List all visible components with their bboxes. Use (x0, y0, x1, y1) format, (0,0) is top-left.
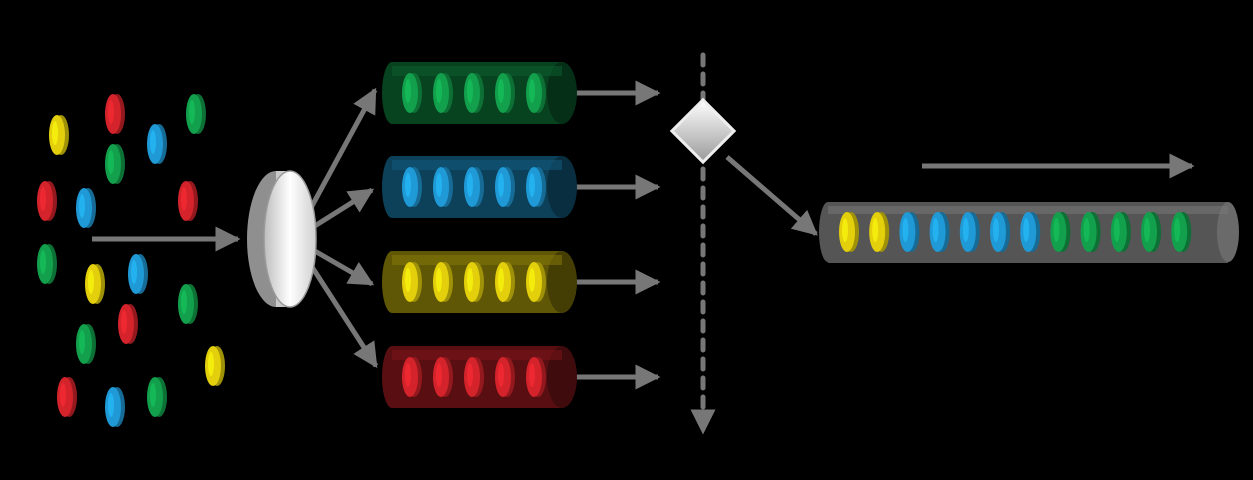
queue-item-yellow (464, 262, 484, 302)
scattered-item-yellow (49, 115, 69, 155)
queue-item-blue (526, 167, 546, 207)
queue-item-yellow (495, 262, 515, 302)
queue-item-blue (495, 167, 515, 207)
merge-diamond-icon (669, 97, 737, 165)
output-item-green (1110, 212, 1131, 252)
queue-item-blue (433, 167, 453, 207)
scattered-item-green (147, 377, 167, 417)
queue-item-red (464, 357, 484, 397)
queue-item-green (495, 73, 515, 113)
queue-item-yellow (433, 262, 453, 302)
scattered-item-green (105, 144, 125, 184)
queue-item-green (402, 73, 422, 113)
queues-group (382, 62, 577, 408)
scattered-item-blue (76, 188, 96, 228)
scattered-item-blue (128, 254, 148, 294)
scattered-item-red (118, 304, 138, 344)
output-item-yellow (839, 212, 859, 252)
queue-red (382, 346, 577, 408)
queue-item-green (464, 73, 484, 113)
scattered-item-blue (147, 124, 167, 164)
scattered-item-yellow (205, 346, 225, 386)
scattered-item-red (57, 377, 77, 417)
queue-item-red (495, 357, 515, 397)
queue-item-red (402, 357, 422, 397)
scattered-items-group (37, 94, 225, 427)
scattered-item-green (37, 244, 57, 284)
queue-item-red (433, 357, 453, 397)
queue-item-green (526, 73, 546, 113)
scattered-item-red (105, 94, 125, 134)
output-item-blue (899, 212, 920, 252)
queue-item-yellow (526, 262, 546, 302)
scattered-item-blue (105, 387, 125, 427)
output-item-green (1050, 212, 1071, 252)
scattered-item-yellow (85, 264, 105, 304)
merge-arrow (725, 155, 818, 236)
output-item-yellow (869, 212, 890, 252)
scattered-item-green (178, 284, 198, 324)
queue-item-blue (464, 167, 484, 207)
output-item-green (1141, 212, 1161, 252)
queue-yellow (382, 251, 577, 313)
queue-green (382, 62, 577, 124)
scattered-item-red (37, 181, 57, 221)
scattered-item-green (186, 94, 206, 134)
queue-item-yellow (402, 262, 422, 302)
queue-item-green (433, 73, 453, 113)
dispatcher-icon (247, 170, 317, 308)
output-item-green (1080, 212, 1101, 252)
queue-item-blue (402, 167, 422, 207)
output-item-blue (990, 212, 1010, 252)
output-item-blue (1020, 212, 1041, 252)
scattered-item-green (76, 324, 96, 364)
output-item-green (1171, 212, 1192, 252)
output-item-blue (929, 212, 950, 252)
queue-blue (382, 156, 577, 218)
scattered-item-red (178, 181, 198, 221)
output-queue-group (819, 202, 1239, 263)
output-item-blue (959, 212, 980, 252)
queue-item-red (526, 357, 546, 397)
merge-gate-group (669, 97, 737, 165)
